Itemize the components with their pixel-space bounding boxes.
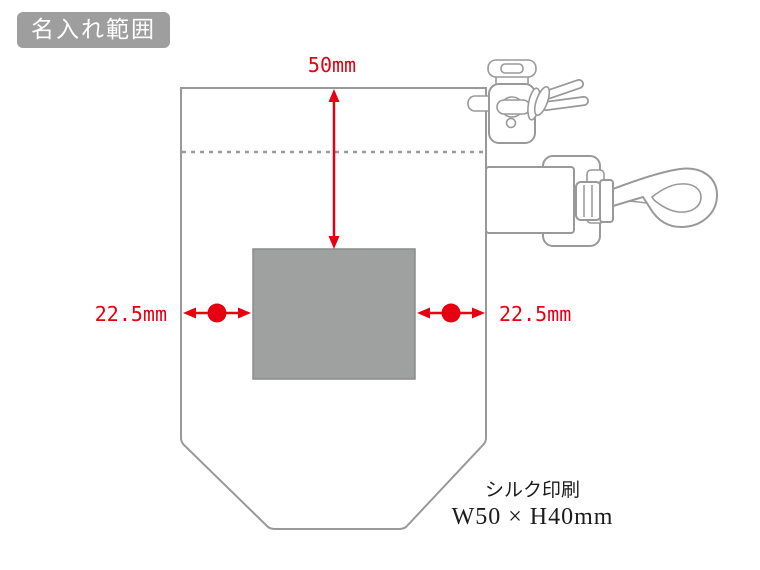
print-size-label: W50 × H40mm — [451, 503, 614, 530]
strap-band — [485, 166, 575, 234]
hook-slot — [650, 183, 702, 213]
cord-lock-cap-button — [500, 63, 524, 74]
pouch-outline — [180, 87, 487, 530]
dimension-dot-left — [207, 303, 227, 323]
print-note: シルク印刷 W50 × H40mm — [425, 480, 640, 532]
swivel-barrel — [575, 181, 602, 221]
arrowhead-up — [328, 89, 340, 102]
dimension-label-top: 50mm — [307, 53, 357, 77]
dimension-label-right: 22.5mm — [499, 302, 572, 326]
arrowhead-right — [238, 307, 251, 319]
dimension-dot-right — [441, 303, 461, 323]
cord-wrap-loop-2 — [533, 85, 551, 117]
arrowhead-right — [472, 307, 485, 319]
cord-tail-2 — [542, 97, 588, 110]
cord-lock-icon — [467, 59, 589, 144]
arrowhead-down — [328, 236, 340, 249]
print-area-rect — [252, 248, 416, 380]
swivel-flange — [599, 179, 614, 223]
dimension-arrow-right — [417, 303, 485, 323]
dimension-arrow-left — [183, 303, 251, 323]
dimension-arrow-vertical — [328, 89, 340, 249]
snap-hook-icon — [485, 155, 719, 247]
arrowhead-left — [183, 307, 196, 319]
cord-drop — [505, 117, 517, 129]
dimension-label-left: 22.5mm — [94, 302, 167, 326]
arrowhead-left — [417, 307, 430, 319]
print-method-label: シルク印刷 — [484, 480, 580, 501]
cord-through — [496, 99, 531, 115]
imprint-range-badge: 名入れ範囲 — [17, 12, 170, 48]
